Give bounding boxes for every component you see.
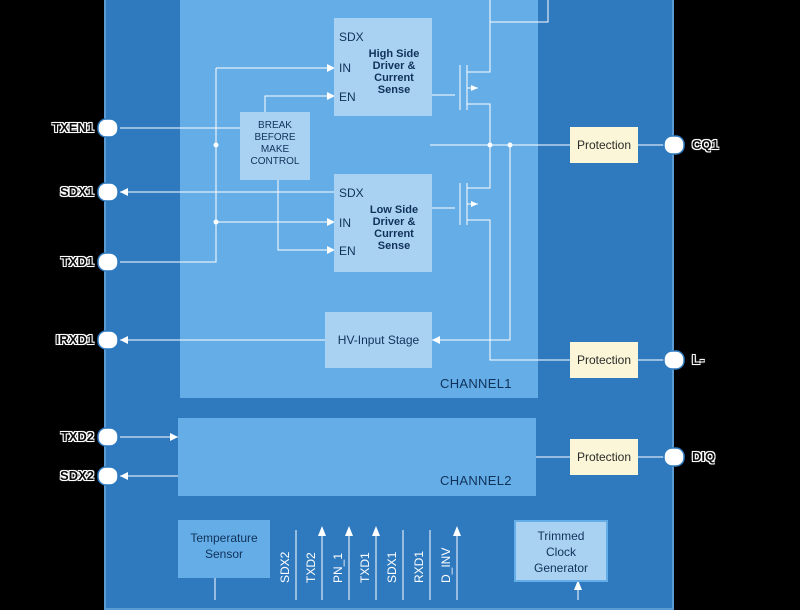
pad-irxd1 (97, 330, 119, 350)
pad-txd1 (97, 252, 119, 272)
high-side-in-label: IN (339, 61, 351, 75)
temperature-sensor-block: Temperature Sensor (178, 520, 270, 578)
high-side-driver-title: High Side Driver & Current Sense (368, 48, 420, 96)
channel1-label: CHANNEL1 (440, 376, 512, 391)
high-side-driver-block (334, 18, 432, 116)
channel2-region (178, 418, 536, 496)
pad-txd2 (97, 427, 119, 447)
pad-diq (663, 447, 685, 467)
pin-label-irxd1: IRXD1 (55, 332, 94, 347)
pin-label-l-minus: L- (692, 352, 705, 367)
low-side-driver-title: Low Side Driver & Current Sense (369, 204, 419, 252)
pin-label-txen1: TXEN1 (52, 120, 94, 135)
pin-label-sdx2: SDX2 (60, 468, 94, 483)
pad-cq1 (663, 135, 685, 155)
low-side-sdx-label: SDX (339, 186, 364, 200)
pin-label-sdx1: SDX1 (60, 184, 94, 199)
low-side-driver-block (334, 174, 432, 272)
pin-label-cq1: CQ1 (692, 137, 719, 152)
protection-block-cq1: Protection (570, 127, 638, 163)
protection-block-l-minus: Protection (570, 342, 638, 378)
hv-input-stage-block: HV-Input Stage (325, 312, 432, 368)
low-side-in-label: IN (339, 216, 351, 230)
high-side-sdx-label: SDX (339, 30, 364, 44)
trimmed-clock-block: Trimmed Clock Generator (514, 520, 608, 582)
pin-label-txd1: TXD1 (60, 254, 94, 269)
break-before-make-block: BREAK BEFORE MAKE CONTROL (240, 112, 310, 180)
channel2-label: CHANNEL2 (440, 473, 512, 488)
pad-txen1 (97, 118, 119, 138)
pin-label-diq: DIQ (692, 449, 716, 464)
high-side-en-label: EN (339, 90, 356, 104)
protection-block-diq: Protection (570, 439, 638, 475)
pad-l-minus (663, 350, 685, 370)
pad-sdx1 (97, 182, 119, 202)
low-side-en-label: EN (339, 244, 356, 258)
pad-sdx2 (97, 466, 119, 486)
pin-label-txd2: TXD2 (60, 429, 94, 444)
